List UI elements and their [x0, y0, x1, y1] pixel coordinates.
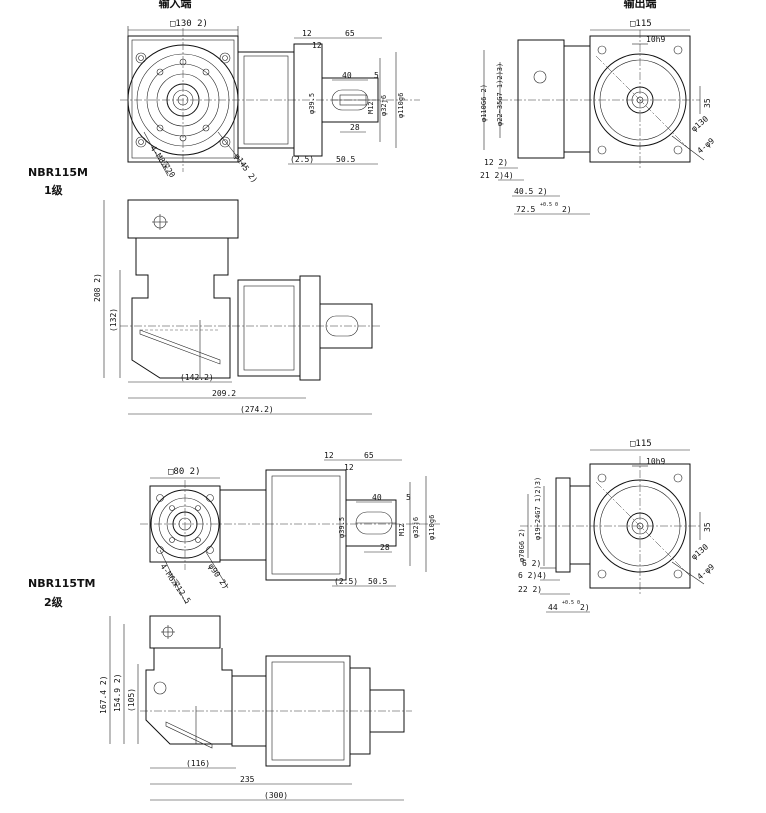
m2-in-pcd: φ90 2) — [206, 562, 230, 591]
m2-in-d3: 12 — [344, 463, 354, 472]
model-2-side-view — [140, 615, 412, 767]
m2-in-d12: 50.5 — [368, 577, 387, 586]
m1-out-d5: 21 2)4) — [480, 171, 514, 180]
m2-out-key: 10h9 — [646, 457, 665, 466]
m1-in-d12: 50.5 — [336, 155, 355, 164]
m1-in-d8: φ32j6 — [380, 95, 388, 116]
model-2-stage: 2级 — [44, 595, 64, 609]
m2-in-d8: φ32j6 — [412, 517, 420, 538]
m1-in-d11: (2.5) — [290, 155, 314, 164]
model-1-input-view — [120, 28, 420, 172]
model-2-side-dims: 167.4 2) 154.9 2) (105) (116) 235 (300) — [99, 616, 404, 801]
m2-out-d3: 35 — [703, 522, 712, 532]
m2-out-tol: +0.5 0 — [562, 600, 580, 606]
m2-side-w3: (300) — [264, 791, 288, 800]
m2-in-d11: (2.5) — [334, 577, 358, 586]
m1-out-tol: +0.5 0 — [540, 202, 558, 208]
model-1-name: NBR115M — [28, 166, 88, 179]
m2-in-d7: M12 — [398, 523, 406, 536]
m1-in-d4: 40 — [342, 71, 352, 80]
m2-in-d1: 12 — [324, 451, 334, 460]
m2-in-d6: φ39.5 — [338, 517, 346, 538]
m2-out-d4: 6 2) — [522, 559, 541, 568]
m2-side-w1: (116) — [186, 759, 210, 768]
m2-in-square: □80 2) — [168, 467, 201, 477]
model-1-side-dims: 208 2) (132) (142.2) 209.2 (274.2) — [93, 200, 372, 415]
m1-out-pcd: φ130 — [690, 114, 711, 133]
m2-out-d1: φ70G6 2) — [518, 528, 526, 562]
m2-in-d5: 5 — [406, 493, 411, 502]
model-1-output-view — [500, 30, 700, 170]
m2-in-d2: 65 — [364, 451, 374, 460]
model-2-input-dims: □80 2) 12 65 12 40 5 φ39.5 M12 φ32j6 φ11… — [150, 451, 436, 605]
m1-out-d6: 40.5 2) — [514, 187, 548, 196]
m2-side-h3: (105) — [127, 688, 136, 712]
m1-in-d3: 12 — [312, 41, 322, 50]
m1-in-d6: φ39.5 — [308, 93, 316, 114]
model-1-input-dims: □130 2) 12 65 12 40 5 φ39.5 M12 φ32j6 φ1… — [127, 19, 405, 185]
m2-side-w2: 235 — [240, 775, 255, 784]
m2-out-d6: 22 2) — [518, 585, 542, 594]
m2-in-holes: 4-M6深12.5 — [158, 562, 192, 605]
m2-out-d2: φ19~24G7 1)2)3) — [534, 477, 542, 540]
m2-in-d10: 28 — [380, 543, 390, 552]
m1-side-w3: (274.2) — [240, 405, 274, 414]
m2-side-h2: 154.9 2) — [113, 673, 122, 712]
m1-in-square: □130 2) — [170, 19, 208, 29]
model-2-name: NBR115TM — [28, 577, 95, 590]
m2-out-holes: 4-φ9 — [696, 562, 717, 581]
m2-out-pcd: φ130 — [690, 542, 711, 561]
m2-side-h1: 167.4 2) — [99, 675, 108, 714]
m1-out-key: 10h9 — [646, 35, 665, 44]
model-1-stage: 1级 — [44, 183, 64, 197]
m1-side-h2: (132) — [109, 308, 118, 332]
m1-in-pcd: φ145 2) — [232, 152, 259, 185]
m1-in-d9: φ110g6 — [397, 93, 405, 118]
m1-in-d5: 5 — [374, 71, 379, 80]
model-2-output-view — [520, 456, 700, 596]
m1-side-w1: (142.2) — [180, 373, 214, 382]
m1-in-d7: M12 — [367, 101, 375, 114]
m1-in-d10: 28 — [350, 123, 360, 132]
m2-out-d7: 44 — [548, 603, 558, 612]
m2-out-d5: 6 2)4) — [518, 571, 547, 580]
m1-out-square: □115 — [630, 19, 652, 29]
m1-in-d1: 12 — [302, 29, 312, 38]
m2-in-d9: φ110g6 — [428, 515, 436, 540]
m1-out-d1: φ110G6 2) — [480, 84, 488, 122]
m2-in-d4: 40 — [372, 493, 382, 502]
m1-out-d4: 12 2) — [484, 158, 508, 167]
m1-side-h1: 208 2) — [93, 273, 102, 302]
model-2-input-view — [140, 469, 440, 581]
m1-in-d2: 65 — [345, 29, 355, 38]
m1-out-holes: 4-φ9 — [696, 136, 717, 155]
m1-out-d7: 72.5 — [516, 205, 535, 214]
output-end-title: 输出端 — [624, 0, 657, 10]
m1-out-d3: 35 — [703, 98, 712, 108]
m1-side-w2: 209.2 — [212, 389, 236, 398]
m1-out-d2: φ22~35G7 1)2)3) — [496, 63, 504, 126]
model-1-side-view — [120, 199, 380, 381]
input-end-title: 输入端 — [159, 0, 192, 10]
m2-out-square: □115 — [630, 439, 652, 449]
m1-out-d7b: 2) — [562, 205, 572, 214]
m2-out-d7b: 2) — [580, 603, 590, 612]
